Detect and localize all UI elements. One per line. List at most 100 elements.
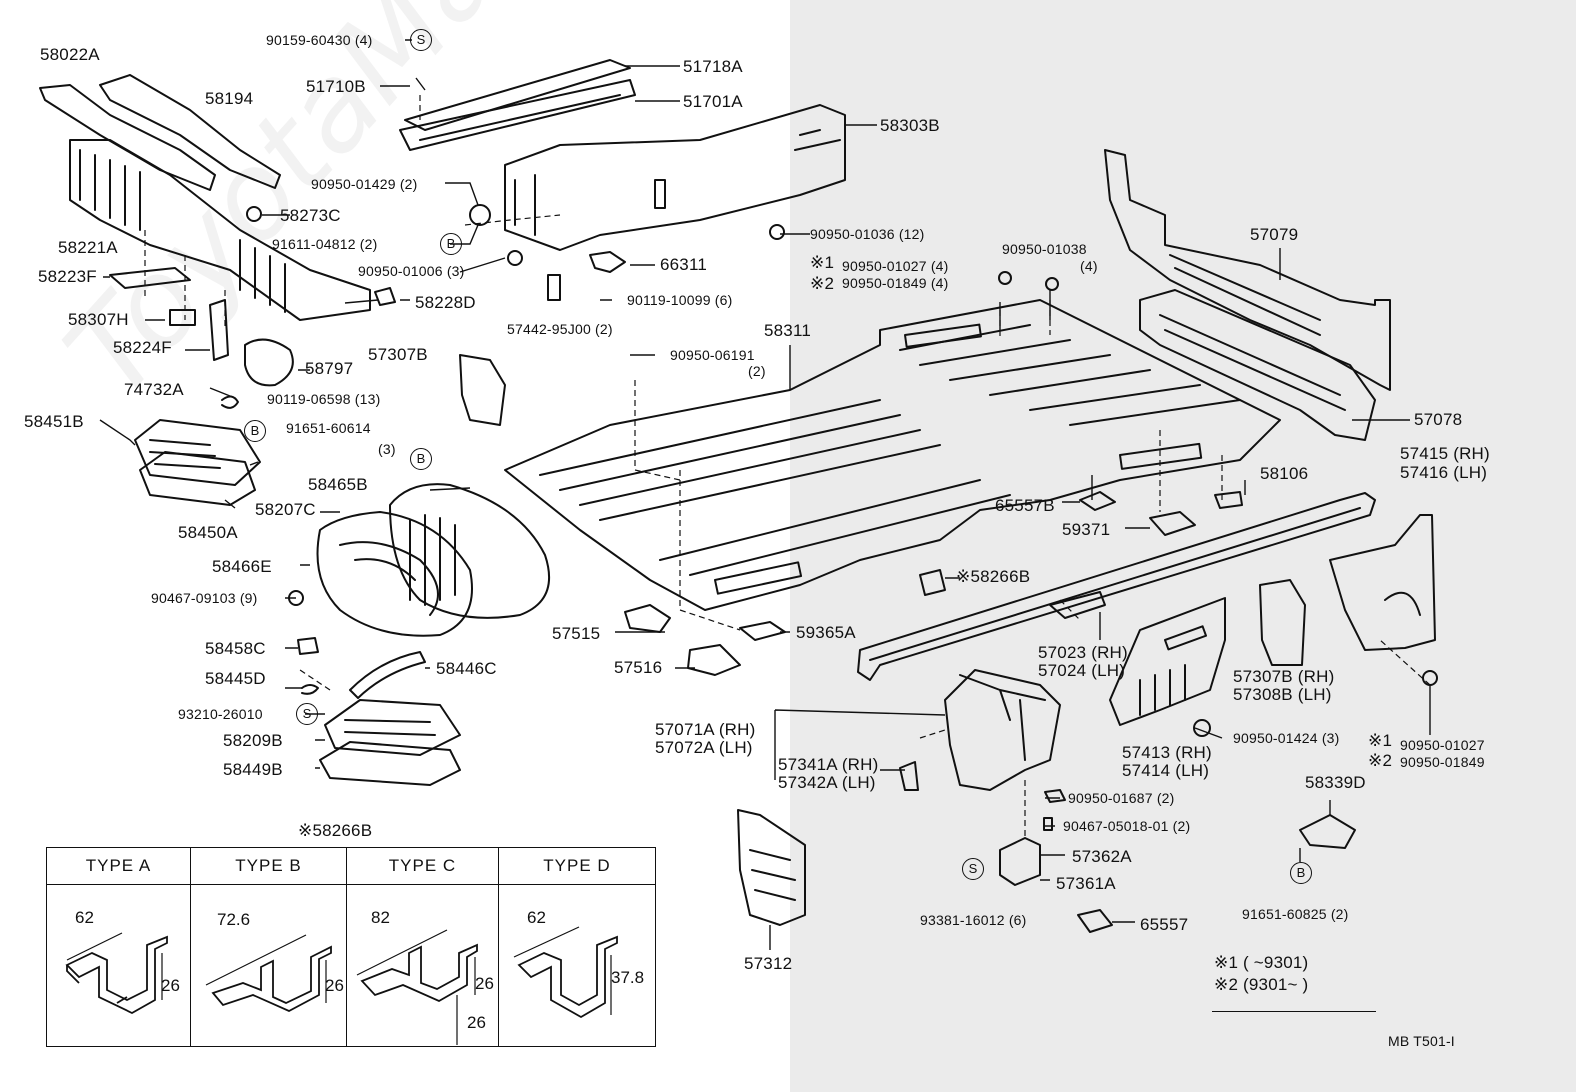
label-74732A: 74732A xyxy=(124,380,184,399)
label-58221A: 58221A xyxy=(58,238,118,257)
part-57341A-shape xyxy=(899,761,919,791)
part-58449B-shape xyxy=(319,741,461,786)
label-90950-01006: 90950-01006 (3) xyxy=(358,263,465,279)
label-58194: 58194 xyxy=(205,89,254,108)
part-90950-01424-shape xyxy=(1193,719,1211,737)
label-65557B: 65557B xyxy=(995,496,1055,515)
part-58223F-shape xyxy=(109,267,191,289)
part-57413-shape xyxy=(1109,597,1226,726)
label-57515: 57515 xyxy=(552,624,601,643)
part-58194-shape xyxy=(99,74,281,189)
label-91651-60614: 91651-60614 xyxy=(286,420,371,436)
label-90950-06191: 90950-06191 xyxy=(670,347,755,363)
type-c-cell: TYPE C 82 26 26 xyxy=(347,848,499,1046)
label-58451B: 58451B xyxy=(24,412,84,431)
label-90119-06598: 90119-06598 (13) xyxy=(267,391,381,407)
bolt-b-marker: B xyxy=(440,233,462,255)
label-51718A: 51718A xyxy=(683,57,743,76)
label-57341A: 57341A (RH) xyxy=(778,755,879,774)
label-59371: 59371 xyxy=(1062,520,1111,539)
part-57023-shape xyxy=(857,492,1376,681)
label-93210-26010: 93210-26010 xyxy=(178,706,263,722)
part-65557B-shape xyxy=(1079,491,1116,511)
type-a-drawing xyxy=(65,932,168,1015)
part-65557-shape xyxy=(1077,909,1113,933)
label-57362A: 57362A xyxy=(1072,847,1132,866)
type-b-drawing xyxy=(205,934,332,1013)
part-58451B-shape xyxy=(134,419,261,486)
label-note-2-mark: ※2 xyxy=(810,274,835,293)
label-90467-09103: 90467-09103 (9) xyxy=(151,590,258,606)
type-a-width: 62 xyxy=(75,908,94,927)
label-note-1-mark: ※1 xyxy=(810,253,835,272)
label-90950-01038: 90950-01038 xyxy=(1002,241,1087,257)
label-58450A: 58450A xyxy=(178,523,238,542)
part-90950-01027-shape xyxy=(1422,670,1438,686)
label-57342A: 57342A (LH) xyxy=(778,773,876,792)
label-57413: 57413 (RH) xyxy=(1122,743,1212,762)
part-58307H-shape xyxy=(169,309,196,326)
part-90950-01038-shape xyxy=(1045,277,1059,291)
label-57072A: 57072A (LH) xyxy=(655,738,753,757)
part-58458C-shape xyxy=(297,637,319,655)
type-d-drawing xyxy=(513,926,618,1019)
part-90950-01687-shape xyxy=(1044,789,1066,803)
type-b-width: 72.6 xyxy=(217,910,251,929)
part-57307B-rh-shape xyxy=(1259,579,1306,666)
legend-underline xyxy=(1212,1011,1376,1012)
type-d-height: 37.8 xyxy=(611,968,645,987)
part-51718A-shape xyxy=(404,59,631,131)
label-90950-01849-b: 90950-01849 xyxy=(1400,754,1485,770)
part-58273C-shape xyxy=(246,206,262,222)
label-90950-01849-a: 90950-01849 (4) xyxy=(842,275,949,291)
label-58445D: 58445D xyxy=(205,669,266,688)
part-58445D-shape xyxy=(301,684,319,695)
label-58465B: 58465B xyxy=(308,475,368,494)
part-57516-shape xyxy=(687,644,741,676)
label-57516: 57516 xyxy=(614,658,663,677)
label-90119-10099: 90119-10099 (6) xyxy=(627,292,733,308)
part-58209B-shape xyxy=(324,699,461,756)
type-b-height: 26 xyxy=(325,976,344,995)
label-58209B: 58209B xyxy=(223,731,283,750)
part-57071A-shape xyxy=(944,669,1061,791)
part-57307B-shape xyxy=(459,354,506,426)
label-58224F: 58224F xyxy=(113,338,172,357)
type-d-width: 62 xyxy=(527,908,546,927)
type-a-header: TYPE A xyxy=(47,848,190,885)
part-59365A-shape xyxy=(739,621,786,641)
label-57024: 57024 (LH) xyxy=(1038,661,1126,680)
part-58266B-shape xyxy=(919,569,946,596)
label-57071A: 57071A (RH) xyxy=(655,720,756,739)
part-59371-shape xyxy=(1149,511,1196,536)
label-91611-04812: 91611-04812 (2) xyxy=(272,236,378,252)
bolt-b-marker: B xyxy=(410,448,432,470)
label-58207C: 58207C xyxy=(255,500,316,519)
legend-row-2: ※2 (9301~ ) xyxy=(1214,975,1309,994)
type-c-height: 26 xyxy=(475,974,494,993)
part-58106-shape xyxy=(1214,491,1243,509)
type-c-header: TYPE C xyxy=(347,848,498,885)
label-90950-01027-a: 90950-01027 (4) xyxy=(842,258,949,274)
label-58307H: 58307H xyxy=(68,310,129,329)
type-d-cell: TYPE D 62 37.8 xyxy=(499,848,655,1046)
part-74732A-shape xyxy=(221,395,239,409)
label-90950-06191-qty: (2) xyxy=(748,363,766,379)
label-58266B: ※58266B xyxy=(956,567,1031,586)
bolt-b-marker: B xyxy=(1290,862,1312,884)
part-90950-01429-shape xyxy=(469,204,491,226)
label-58311: 58311 xyxy=(764,321,812,340)
label-57308B: 57308B (LH) xyxy=(1233,685,1332,704)
label-note-1-mark-b: ※1 xyxy=(1368,731,1393,750)
type-d-header: TYPE D xyxy=(499,848,655,885)
label-57307B-rh: 57307B (RH) xyxy=(1233,667,1335,686)
label-90950-01038-qty: (4) xyxy=(1080,258,1098,274)
label-90950-01027-b: 90950-01027 xyxy=(1400,737,1485,753)
part-58022A-shape xyxy=(39,84,216,191)
part-90950-01036-shape xyxy=(769,224,785,240)
label-90950-01687: 90950-01687 (2) xyxy=(1068,790,1175,806)
type-a-height: 26 xyxy=(161,976,180,995)
label-58303B: 58303B xyxy=(880,116,940,135)
label-58458C: 58458C xyxy=(205,639,266,658)
label-90950-01036: 90950-01036 (12) xyxy=(810,226,925,242)
